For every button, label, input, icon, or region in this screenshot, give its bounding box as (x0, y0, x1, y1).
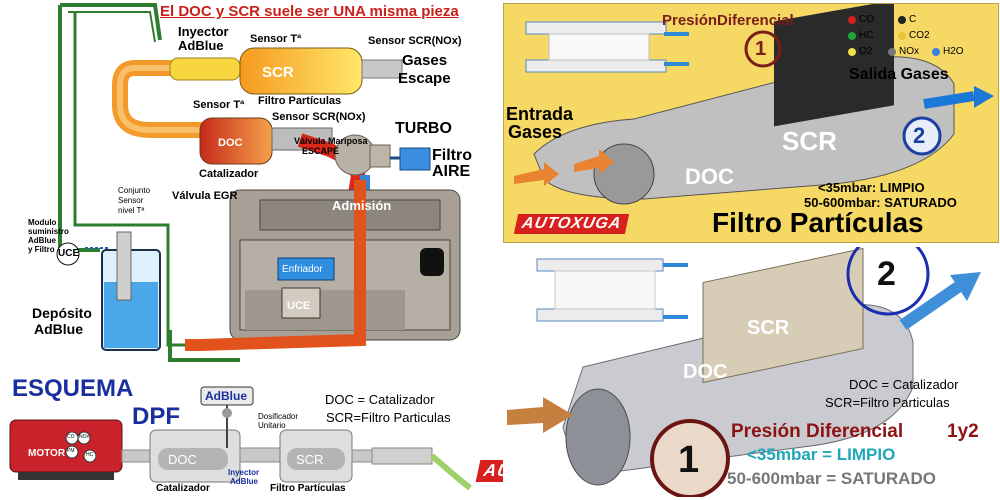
left-diagram-art (56, 3, 461, 362)
scr-canister-label: SCR (262, 64, 294, 81)
dosificador-label-1: Dosificador (258, 412, 299, 421)
valvula-mariposa-label-1: Válvula Mariposa (294, 136, 368, 146)
filtro-aire-label-1: Filtro (432, 147, 472, 164)
br-circle-2-label: 2 (877, 255, 896, 293)
sensor-t-top-label: Sensor Tª (250, 33, 302, 45)
inyector-label-1: Inyector (178, 24, 229, 39)
tr-limpio-label: <35mbar: LIMPIO (818, 180, 925, 195)
tr-saturado-label: 50-600mbar: SATURADO (804, 195, 957, 210)
gas-nox-label: NOx (79, 434, 89, 440)
sensor-scr-top-label: Sensor SCR(NOx) (368, 35, 462, 47)
legend-label: O2 (859, 46, 873, 57)
br-saturado-label: 50-600mbar = SATURADO (727, 469, 936, 488)
enfriador-label: Enfriador (282, 264, 323, 275)
top-right-art (514, 4, 994, 205)
dot-icon (898, 16, 906, 24)
conjunto-label-2: Sensor (118, 196, 144, 205)
valvula-mariposa-label-2: ESCAPE (302, 146, 340, 156)
legend-label: H2O (943, 46, 964, 57)
schema-catalizador-label: Catalizador (156, 483, 210, 494)
dot-icon (898, 32, 906, 40)
br-scr-label: SCR (747, 317, 790, 339)
gas-pm-label: PM (67, 448, 75, 454)
gases-escape-label-2: Escape (398, 70, 451, 87)
uce-module-label: UCE (58, 248, 80, 259)
br-presion-diferencial-label: Presión Diferencial (731, 421, 904, 442)
deposito-label-2: AdBlue (34, 321, 83, 337)
modulo-label-1: Modulo (28, 218, 57, 227)
admision-label: Admisión (332, 198, 392, 213)
modulo-label-4: y Filtro (28, 245, 55, 254)
deposito-label-1: Depósito (32, 305, 92, 321)
bottom-schema: ESQUEMA DPF AdBlue Dosificador Unitario … (0, 370, 598, 500)
legend-label: CO2 (909, 30, 930, 41)
bottom-right-art (507, 247, 981, 497)
filtro-particulas-label: Filtro Partículas (258, 95, 342, 107)
br-limpio-label: <35mbar = LIMPIO (747, 445, 896, 464)
doc-canister-label: DOC (218, 137, 243, 149)
br-presion-suffix-label: 1y2 (947, 421, 979, 442)
top-right-panel: PresiónDiferencial 1 2 CO C HC CO2 O2 NO… (503, 3, 999, 243)
gases-escape-label-1: Gases (402, 52, 448, 69)
legend-label: NOx (899, 46, 919, 57)
schema-filtro-label: Filtro Partículas (270, 483, 346, 494)
bottom-right-panel: 2 1 SCR DOC DOC = Catalizador SCR=Filtro… (503, 247, 997, 497)
valvula-egr-label: Válvula EGR (172, 190, 238, 202)
dot-icon (932, 48, 940, 56)
filtro-aire-label-2: AIRE (432, 163, 471, 180)
dot-icon (848, 16, 856, 24)
schema-legend-line-2: SCR=Filtro Particulas (326, 410, 451, 425)
entrada-gases-label-1: Entrada (506, 104, 574, 124)
dot-icon (848, 32, 856, 40)
uce-engine-label: UCE (287, 300, 311, 312)
sensor-scr-mid-label: Sensor SCR(NOx) (272, 111, 366, 123)
tr-filtro-particulas-label: Filtro Partículas (712, 207, 924, 238)
motor-label: MOTOR (28, 448, 66, 459)
dot-icon (848, 48, 856, 56)
dosificador-label-2: Unitario (258, 421, 286, 430)
sensor-t-mid-label: Sensor Tª (193, 99, 245, 111)
adblue-box-label: AdBlue (205, 389, 247, 403)
modulo-label-3: AdBlue (28, 236, 56, 245)
turbo-label: TURBO (395, 120, 452, 137)
br-legend-line-2: SCR=Filtro Particulas (825, 395, 950, 410)
inyector-label-2: AdBlue (178, 38, 224, 53)
catalizador-label: Catalizador (199, 168, 259, 180)
conjunto-label-1: Conjunto (118, 186, 151, 195)
salida-gases-label: Salida Gases (849, 66, 949, 83)
legend-label: HC (859, 30, 874, 41)
circle-2-label: 2 (913, 123, 926, 148)
banner-title: El DOC y SCR suele ser UNA misma pieza (160, 3, 459, 20)
circle-1-label: 1 (755, 38, 767, 60)
presion-diferencial-title: PresiónDiferencial (662, 12, 794, 29)
br-circle-1-label: 1 (678, 439, 700, 481)
legend-label: CO (859, 14, 874, 25)
tr-scr-label: SCR (782, 126, 837, 156)
br-legend-line-1: DOC = Catalizador (849, 377, 959, 392)
schema-doc-label: DOC (168, 452, 197, 467)
entrada-gases-label-2: Gases (508, 122, 563, 142)
dot-icon (888, 48, 896, 56)
br-doc-label: DOC (683, 361, 728, 383)
modulo-label-2: suministro (28, 227, 69, 236)
schema-art (9, 386, 472, 491)
gas-hc-label: HC (86, 452, 94, 458)
schema-scr-label: SCR (296, 452, 324, 467)
dpf-title: DPF (132, 403, 180, 430)
esquema-title: ESQUEMA (12, 375, 134, 402)
tr-doc-label: DOC (685, 164, 734, 189)
left-diagram: El DOC y SCR suele ser UNA misma pieza I… (0, 0, 500, 370)
legend-label: C (909, 14, 917, 25)
conjunto-label-3: nivel Tª (118, 206, 145, 215)
gas-co-label: CO (67, 434, 75, 440)
schema-inyector-label-1: Inyector (228, 468, 260, 477)
autoxuga-logo-top: AUTOXUGA (513, 214, 630, 234)
schema-inyector-label-2: AdBlue (230, 477, 258, 486)
schema-legend-line-1: DOC = Catalizador (325, 392, 435, 407)
gas-legend: CO C HC CO2 O2 NOx H2O (848, 14, 998, 66)
